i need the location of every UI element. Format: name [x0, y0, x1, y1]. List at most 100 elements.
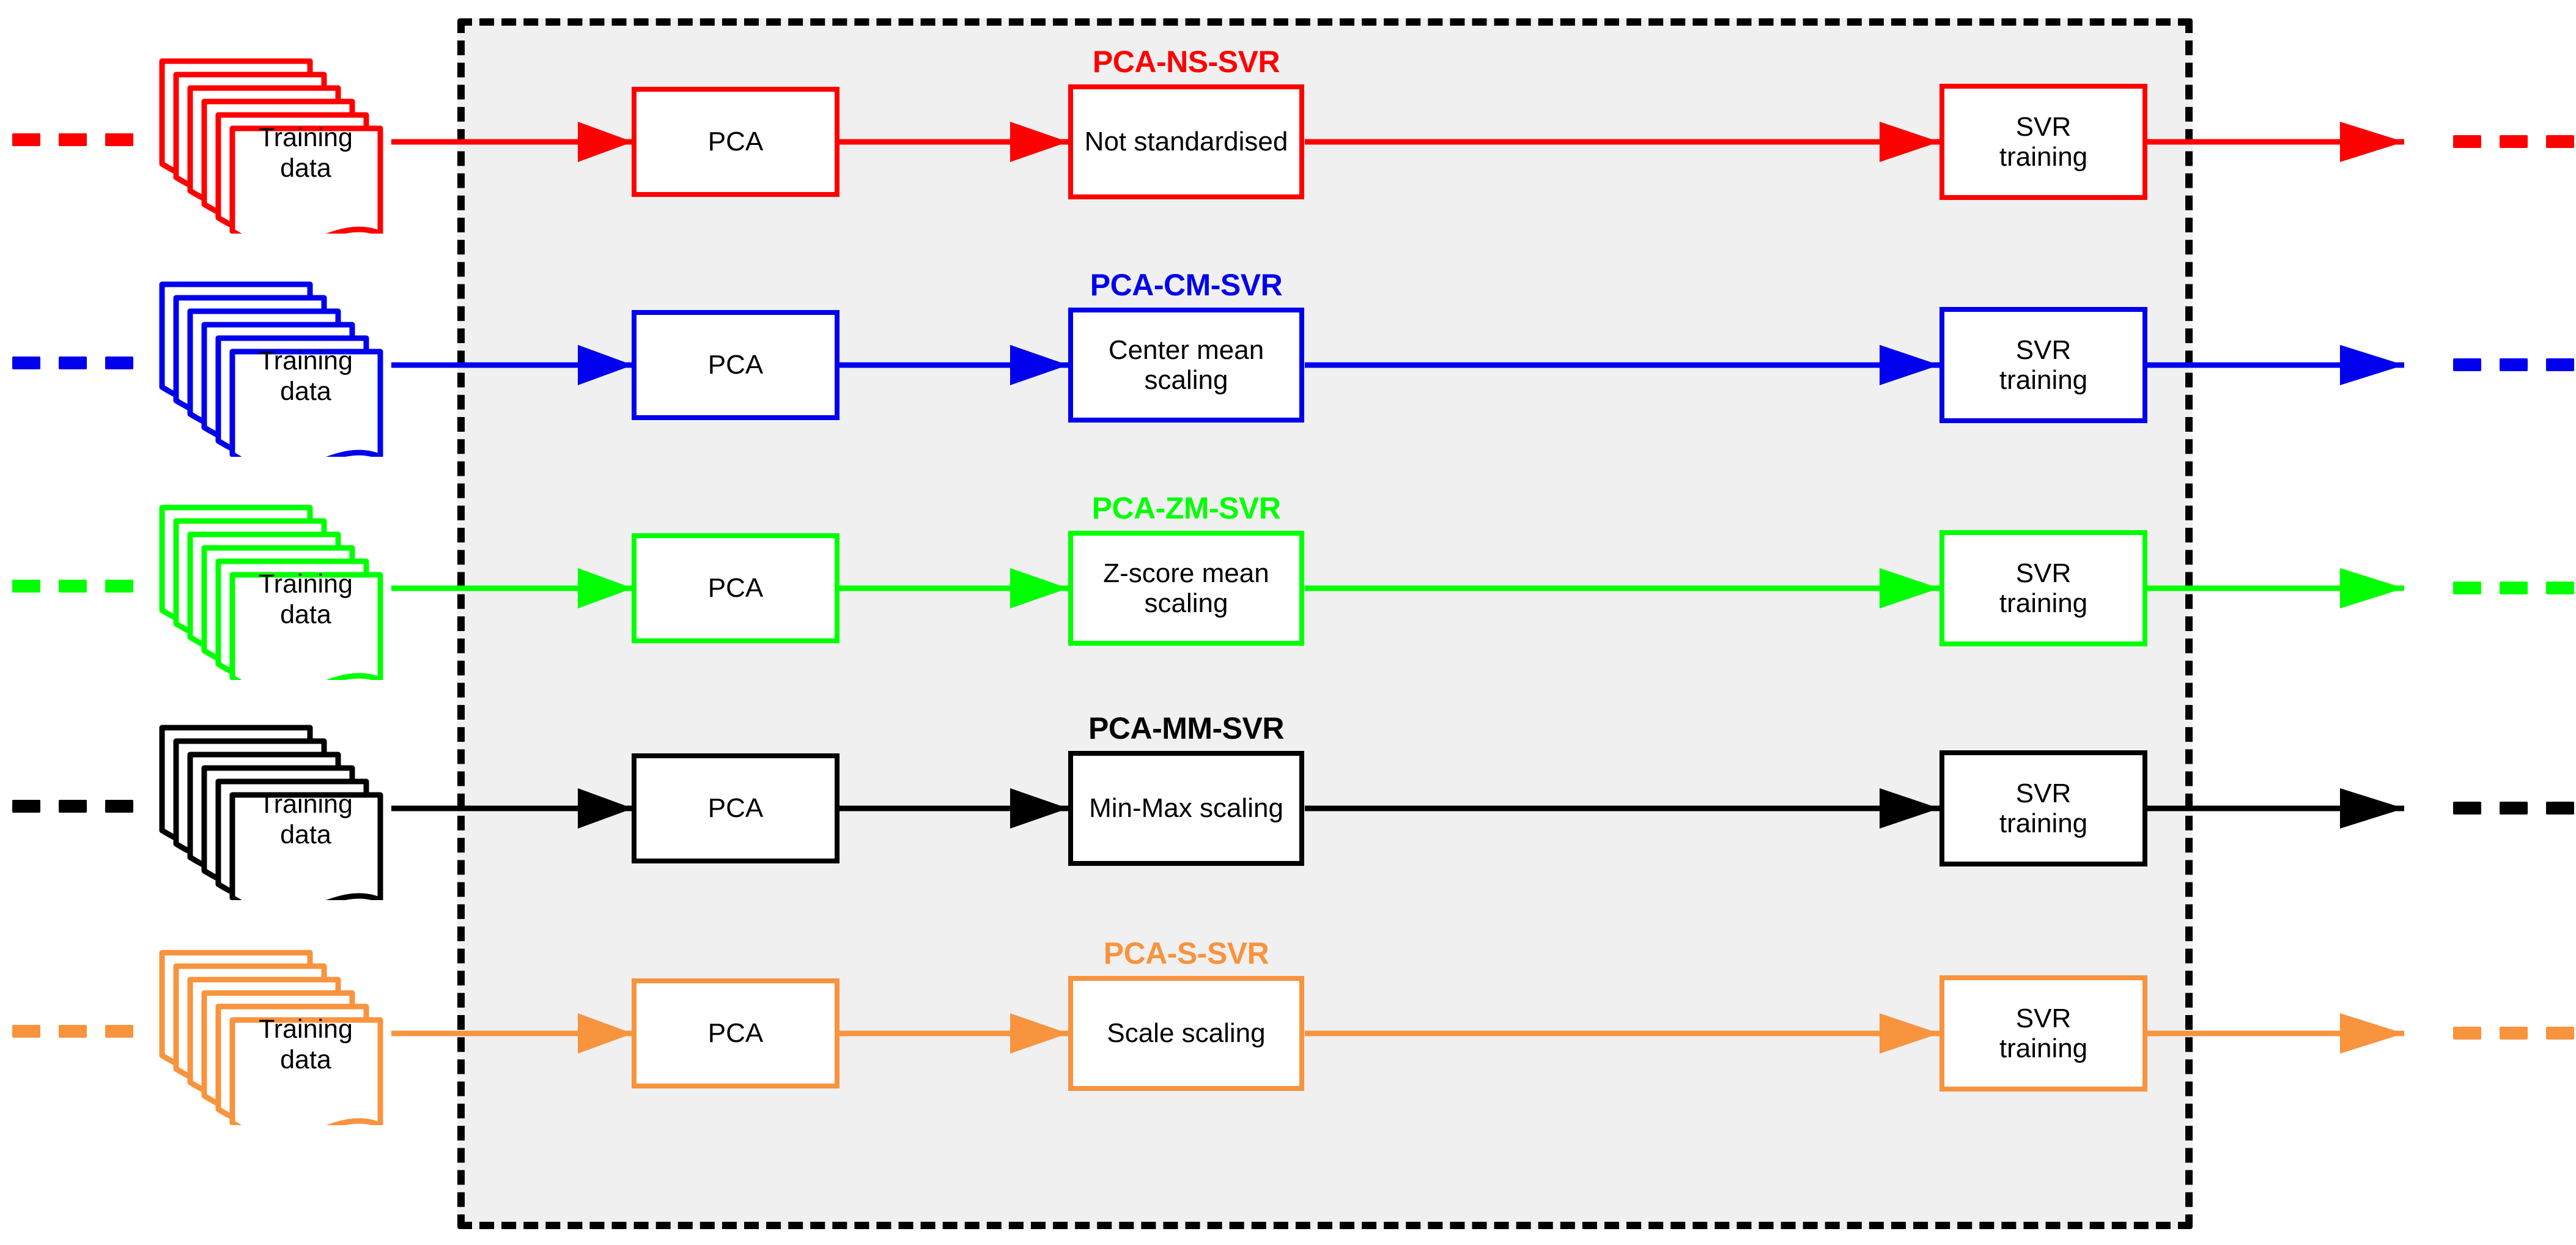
ellipsis-dash — [2500, 582, 2528, 594]
stage-pca-box-pca-mm-svr[interactable]: PCA — [632, 753, 840, 863]
arrow-stem — [1305, 585, 1939, 591]
ellipsis-dash — [2500, 802, 2528, 815]
arrow-head — [2340, 345, 2404, 385]
row-title-pca-mm-svr: PCA-MM-SVR — [1088, 711, 1284, 745]
ellipsis-dash — [2546, 135, 2574, 148]
arrow-stem — [840, 1030, 1068, 1036]
stage-pca-box-pca-cm-svr[interactable]: PCA — [632, 310, 840, 420]
stage-scaling-box-pca-ns-svr[interactable]: Not standardised — [1068, 84, 1304, 199]
arrow-stem — [840, 362, 1068, 368]
stage-pca-box-pca-ns-svr[interactable]: PCA — [632, 87, 840, 197]
row-title-pca-cm-svr: PCA-CM-SVR — [1090, 268, 1283, 302]
arrow-stem — [1305, 805, 1939, 811]
ellipsis-dash — [2546, 1027, 2574, 1040]
stage-scaling-box-pca-cm-svr-label: Center mean scaling — [1073, 335, 1299, 396]
stage-scaling-box-pca-ns-svr-label-line: Not standardised — [1084, 127, 1288, 157]
arrow-head — [2340, 122, 2404, 162]
arrow-stem — [391, 585, 633, 591]
arrow-head — [1010, 568, 1068, 608]
ellipsis-dash — [2546, 582, 2574, 594]
stage-svr-box-pca-cm-svr-label-line: training — [1999, 365, 2088, 395]
ellipsis-dash — [105, 133, 133, 146]
stage-scaling-box-pca-cm-svr[interactable]: Center mean scaling — [1068, 308, 1304, 423]
left-ellipsis-pca-mm-svr — [12, 800, 133, 813]
stage-pca-box-pca-ns-svr-label: PCA — [708, 127, 763, 157]
ellipsis-dash — [12, 357, 40, 369]
document-stack-icon — [159, 950, 383, 1125]
arrow-stem — [1305, 362, 1939, 368]
left-ellipsis-pca-cm-svr — [12, 357, 133, 369]
arrow-head — [1010, 345, 1068, 385]
ellipsis-dash — [59, 580, 87, 593]
arrow-head — [1880, 1013, 1939, 1054]
document-stack-icon — [159, 58, 383, 234]
arrow-stem — [391, 1030, 633, 1036]
row-title-pca-s-svr: PCA-S-SVR — [1103, 936, 1269, 970]
stage-scaling-box-pca-zm-svr-label-line: Z-score mean scaling — [1103, 558, 1269, 618]
arrow-head — [578, 568, 633, 608]
arrow-stem — [391, 805, 633, 811]
stage-scaling-box-pca-cm-svr-label-line: Center mean scaling — [1108, 334, 1264, 395]
stage-pca-box-pca-cm-svr-label: PCA — [708, 350, 763, 380]
stage-svr-box-pca-s-svr-label-line: training — [1999, 1033, 2088, 1063]
arrow-head — [578, 122, 633, 162]
arrow-stem — [1305, 139, 1939, 145]
ellipsis-dash — [59, 1025, 87, 1038]
stage-pca-box-pca-ns-svr-label-line: PCA — [707, 127, 764, 157]
ellipsis-dash — [59, 800, 87, 813]
stage-svr-box-pca-cm-svr-label-line: SVR — [2015, 334, 2072, 365]
stage-pca-box-pca-s-svr-label: PCA — [708, 1018, 763, 1048]
arrow-stem — [391, 362, 633, 368]
arrow-head — [578, 345, 633, 385]
stage-scaling-box-pca-mm-svr-label-line: Min-Max scaling — [1089, 793, 1283, 824]
stage-scaling-box-pca-zm-svr[interactable]: Z-score mean scaling — [1068, 531, 1304, 646]
ellipsis-dash — [2500, 358, 2528, 371]
right-ellipsis-pca-zm-svr — [2453, 582, 2574, 594]
ellipsis-dash — [105, 580, 133, 593]
stage-pca-box-pca-cm-svr-label-line: PCA — [707, 350, 764, 380]
stage-scaling-box-pca-zm-svr-label: Z-score mean scaling — [1073, 558, 1299, 619]
document-stack-icon — [159, 281, 383, 457]
arrow-stem — [2147, 805, 2404, 811]
stage-scaling-box-pca-s-svr-label-line: Scale scaling — [1107, 1018, 1266, 1049]
stage-pca-box-pca-mm-svr-label: PCA — [708, 793, 763, 823]
stage-scaling-box-pca-mm-svr[interactable]: Min-Max scaling — [1068, 751, 1304, 866]
row-title-pca-zm-svr: PCA-ZM-SVR — [1091, 491, 1281, 525]
stage-pca-box-pca-s-svr[interactable]: PCA — [632, 978, 840, 1088]
stage-scaling-box-pca-ns-svr-label: Not standardised — [1085, 127, 1288, 157]
arrow-stem — [2147, 585, 2404, 591]
stage-svr-box-pca-ns-svr-label-line: training — [1999, 142, 2088, 172]
arrow-head — [1010, 122, 1068, 162]
arrow-head — [2340, 788, 2404, 829]
ellipsis-dash — [2453, 582, 2481, 594]
stage-scaling-box-pca-s-svr[interactable]: Scale scaling — [1068, 976, 1304, 1091]
ellipsis-dash — [105, 800, 133, 813]
ellipsis-dash — [2500, 135, 2528, 148]
stage-pca-box-pca-zm-svr[interactable]: PCA — [632, 533, 840, 643]
ellipsis-dash — [12, 580, 40, 593]
ellipsis-dash — [59, 133, 87, 146]
document-stack-icon — [159, 725, 383, 900]
ellipsis-dash — [2453, 1027, 2481, 1040]
ellipsis-dash — [2453, 802, 2481, 815]
arrow-head — [578, 1013, 633, 1054]
ellipsis-dash — [2453, 358, 2481, 371]
stage-svr-box-pca-s-svr-label-line: SVR — [2015, 1003, 2072, 1033]
